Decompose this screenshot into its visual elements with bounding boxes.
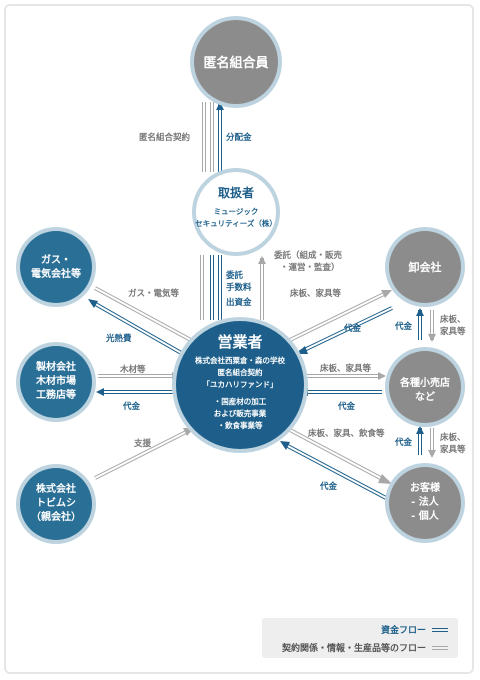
legend-money-label: 資金フロー xyxy=(380,626,426,636)
operator-line4: ・国産材の加工 xyxy=(214,396,267,406)
label-mokuzai: 木材等 xyxy=(119,364,146,375)
flow-wholesaler-retail xyxy=(416,308,436,342)
investor-label: 匿名組合員 xyxy=(203,55,268,71)
label-yuka-kagu-mid: 床板、家具等 xyxy=(320,363,372,374)
tobimushi-label1: 株式会社 xyxy=(36,482,76,495)
label-konetsu: 光熱費 xyxy=(105,333,132,344)
customer-label2: - 法人 xyxy=(411,495,440,508)
flow-lumber-operator xyxy=(96,372,180,396)
customer-label1: お客様 xyxy=(410,481,441,494)
gas-label2: 電気会社等 xyxy=(31,267,81,280)
label-bunpaikin: 分配金 xyxy=(226,132,252,143)
operator-line2: 匿名組合契約 xyxy=(218,367,263,377)
flow-operator-wholesaler xyxy=(289,290,393,354)
label-yuka-r2a: 床板、 xyxy=(440,432,466,443)
label-yuka-r1a: 床板、 xyxy=(440,314,466,325)
node-investor: 匿名組合員 xyxy=(190,16,282,108)
arrow-up-icon xyxy=(216,102,224,110)
label-yuka-r1b: 家具等 xyxy=(440,326,466,337)
retail-label1: 各種小売店 xyxy=(399,376,450,389)
legend-blue-line-icon xyxy=(432,627,448,632)
flow-tobimushi-operator xyxy=(94,428,194,480)
flow-operator-retail xyxy=(300,372,386,396)
node-tobimushi: 株式会社 トビムシ （親会社） xyxy=(16,464,96,544)
flow-handler-operator xyxy=(200,255,266,320)
node-operator: 営業者 株式会社西粟倉・森の学校 匿名組合契約 「ユカハリファンド」 ・国産材の… xyxy=(172,317,308,453)
node-customer: お客様 - 法人 - 個人 xyxy=(385,463,465,543)
label-daikin-r1: 代金 xyxy=(394,321,413,332)
label-yuka-r2b: 家具等 xyxy=(440,444,466,455)
label-itaku1: 委託（組成・販売 xyxy=(273,250,343,261)
retail-label2: など xyxy=(415,390,435,403)
lumber-label1: 製材会社 xyxy=(35,360,76,373)
flow-investor-handler xyxy=(202,102,224,172)
label-daikin-left: 代金 xyxy=(122,401,141,412)
wholesaler-label: 卸会社 xyxy=(409,260,442,274)
flow-operator-customer xyxy=(280,428,392,500)
lumber-label2: 木材市場 xyxy=(35,374,76,387)
handler-sub2: セキュリティーズ（株） xyxy=(195,218,277,228)
label-shusshikin: 出資金 xyxy=(226,297,252,308)
label-daikin-top: 代金 xyxy=(343,323,362,334)
handler-title: 取扱者 xyxy=(218,185,254,200)
legend: 資金フロー 契約関係・情報・生産品等のフロー xyxy=(262,618,458,658)
label-yuka-kagu-inshoku: 床板、家具、飲食等 xyxy=(308,428,385,439)
label-daikin-r2: 代金 xyxy=(394,437,413,448)
label-itaku-fee1: 委託 xyxy=(225,270,244,281)
legend-gray-line-icon xyxy=(432,645,448,650)
label-yuka-kagu-top: 床板、家具等 xyxy=(290,288,342,299)
node-handler: 取扱者 ミュージック セキュリティーズ（株） xyxy=(192,168,280,256)
operator-title: 営業者 xyxy=(217,333,262,351)
node-wholesaler: 卸会社 xyxy=(385,227,465,307)
node-lumber: 製材会社 木材市場 工務店等 xyxy=(16,342,96,422)
operator-line1: 株式会社西粟倉・森の学校 xyxy=(195,355,285,365)
label-daikin-mid: 代金 xyxy=(337,401,356,412)
node-gas-electric: ガス・ 電気会社等 xyxy=(16,227,96,307)
legend-money-flow: 資金フロー xyxy=(381,623,448,636)
label-tokumei-keiyaku: 匿名組合契約 xyxy=(139,132,191,143)
customer-label3: - 個人 xyxy=(411,509,440,522)
lumber-label3: 工務店等 xyxy=(36,388,76,401)
flow-retail-customer xyxy=(416,426,436,458)
label-daikin-bottom: 代金 xyxy=(319,481,338,492)
tobimushi-label2: トビムシ xyxy=(36,496,76,509)
legend-contract-label: 契約関係・情報・生産品等のフロー xyxy=(281,644,426,654)
operator-line5: および販売事業 xyxy=(214,408,267,418)
legend-contract-flow: 契約関係・情報・生産品等のフロー xyxy=(282,641,448,654)
operator-line6: ・飲食事業等 xyxy=(218,420,263,430)
label-itaku-fee2: 手数料 xyxy=(226,282,252,293)
label-shien: 支援 xyxy=(133,438,152,449)
handler-sub1: ミュージック xyxy=(214,206,259,216)
label-itaku2: ・運営・監査） xyxy=(280,262,340,273)
gas-label1: ガス・ xyxy=(41,253,71,266)
label-gas-denki: ガス・電気等 xyxy=(128,288,180,299)
node-retail: 各種小売店 など xyxy=(385,347,465,427)
tobimushi-label3: （親会社） xyxy=(31,510,81,523)
operator-line3: 「ユカハリファンド」 xyxy=(203,379,278,389)
